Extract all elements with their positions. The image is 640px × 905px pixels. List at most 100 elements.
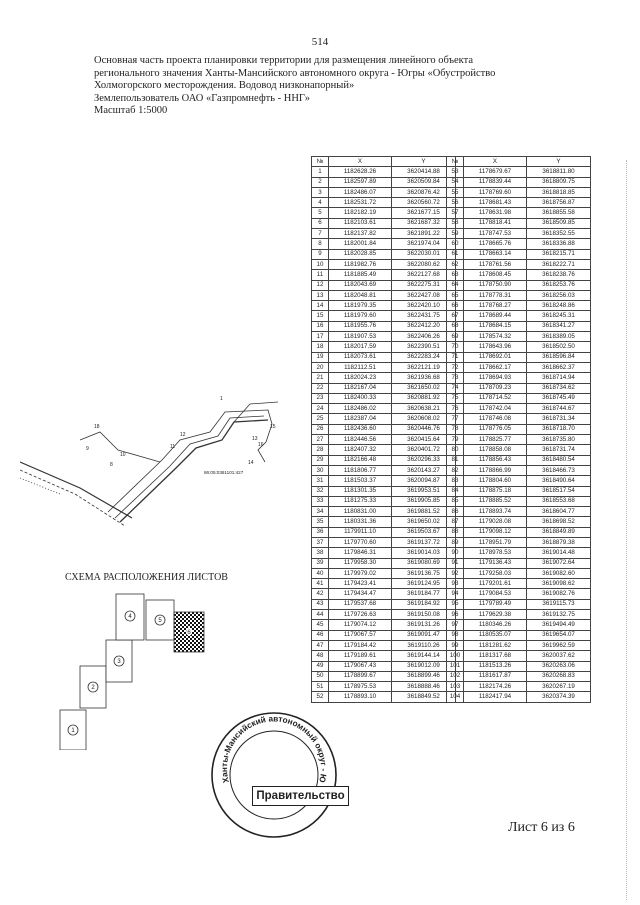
x-coordinate-cell: 1178714.52	[463, 392, 527, 405]
point-number-cell: 38	[311, 547, 329, 559]
point-number-cell: 98	[446, 629, 464, 641]
sheet-4-frame	[115, 593, 145, 641]
point-number-cell: 10	[311, 258, 329, 271]
plan-point-label: 18	[94, 424, 100, 430]
x-coordinate-cell: 1179189.61	[328, 650, 392, 662]
point-number-cell: 15	[311, 310, 329, 322]
x-coordinate-cell: 1181907.53	[328, 331, 392, 343]
point-number-cell: 94	[446, 588, 464, 600]
x-coordinate-cell: 1178643.96	[463, 341, 527, 353]
y-coordinate-cell: 3618336.88	[526, 238, 591, 250]
point-number-cell: 52	[311, 691, 329, 703]
y-coordinate-cell: 3618811.80	[526, 166, 591, 178]
point-number-cell: 25	[311, 413, 329, 425]
point-number-cell: 41	[311, 578, 329, 590]
point-number-cell: 82	[446, 464, 464, 477]
x-coordinate-cell: 1178747.53	[463, 228, 527, 240]
x-coordinate-cell: 1179136.43	[463, 557, 527, 569]
point-number-cell: 93	[446, 578, 464, 590]
x-coordinate-cell: 1182043.69	[328, 279, 392, 291]
plan-point-label: 14	[248, 460, 254, 466]
point-number-cell: 19	[311, 351, 329, 363]
x-coordinate-cell: 1178679.67	[463, 166, 527, 178]
x-coordinate-cell: 1180346.26	[463, 619, 527, 631]
corridor-boundary-line	[107, 409, 273, 513]
road-edge-line	[20, 469, 126, 527]
point-number-cell: 36	[311, 526, 329, 538]
plan-point-label: 16	[258, 442, 264, 448]
x-coordinate-cell: 1178663.14	[463, 248, 527, 260]
point-number-cell: 14	[311, 300, 329, 312]
road-line	[20, 461, 133, 519]
point-number-cell: 35	[311, 516, 329, 528]
land-user-line: Землепользователь ОАО «Газпромнефть - НН…	[94, 92, 310, 104]
y-coordinate-cell: 3618718.70	[526, 423, 591, 436]
x-coordinate-cell: 1178858.08	[463, 444, 527, 456]
x-coordinate-cell: 1182400.33	[328, 392, 392, 405]
column-header-number: №	[446, 155, 464, 168]
sheet-6-frame-current	[173, 611, 205, 653]
point-number-cell: 86	[446, 506, 464, 518]
plan-point-label: 10	[120, 452, 126, 458]
point-number-cell: 73	[446, 372, 464, 384]
point-number-cell: 54	[446, 176, 464, 188]
point-number-cell: 22	[311, 382, 329, 394]
y-coordinate-cell: 3618731.34	[526, 413, 591, 425]
sheet-number-label: Лист 6 из 6	[508, 820, 575, 835]
y-coordinate-cell: 3618253.76	[526, 279, 591, 291]
x-coordinate-cell: 1179629.38	[463, 609, 527, 621]
point-number-cell: 84	[446, 485, 464, 497]
sheet-number: 2	[91, 685, 95, 691]
x-coordinate-cell: 1182486.07	[328, 186, 392, 199]
plan-point-label: 15	[270, 424, 276, 430]
y-coordinate-cell: 3618596.84	[526, 351, 591, 363]
official-seal: Ханты-Мансийский автономный округ - Югра	[209, 710, 337, 838]
y-coordinate-cell: 3618553.68	[526, 495, 591, 508]
point-number-cell: 45	[311, 619, 329, 631]
x-coordinate-cell: 1179067.57	[328, 629, 392, 641]
x-coordinate-cell: 1182182.19	[328, 207, 392, 219]
x-coordinate-cell: 1178839.44	[463, 176, 527, 188]
x-coordinate-cell: 1178951.79	[463, 536, 527, 549]
x-coordinate-cell: 1178746.08	[463, 413, 527, 425]
point-number-cell: 30	[311, 464, 329, 477]
x-coordinate-cell: 1181301.35	[328, 485, 392, 497]
point-number-cell: 70	[446, 341, 464, 353]
point-number-cell: 79	[446, 434, 464, 446]
y-coordinate-cell: 3619098.62	[526, 578, 591, 590]
x-coordinate-cell: 1178684.15	[463, 320, 527, 333]
point-number-cell: 76	[446, 403, 464, 415]
x-coordinate-cell: 1181979.60	[328, 310, 392, 322]
y-coordinate-cell: 3618509.85	[526, 217, 591, 230]
point-number-cell: 50	[311, 670, 329, 683]
point-number-cell: 21	[311, 372, 329, 384]
document-header: Основная часть проекта планировки террит…	[94, 55, 564, 118]
x-coordinate-cell: 1178899.67	[328, 670, 392, 683]
